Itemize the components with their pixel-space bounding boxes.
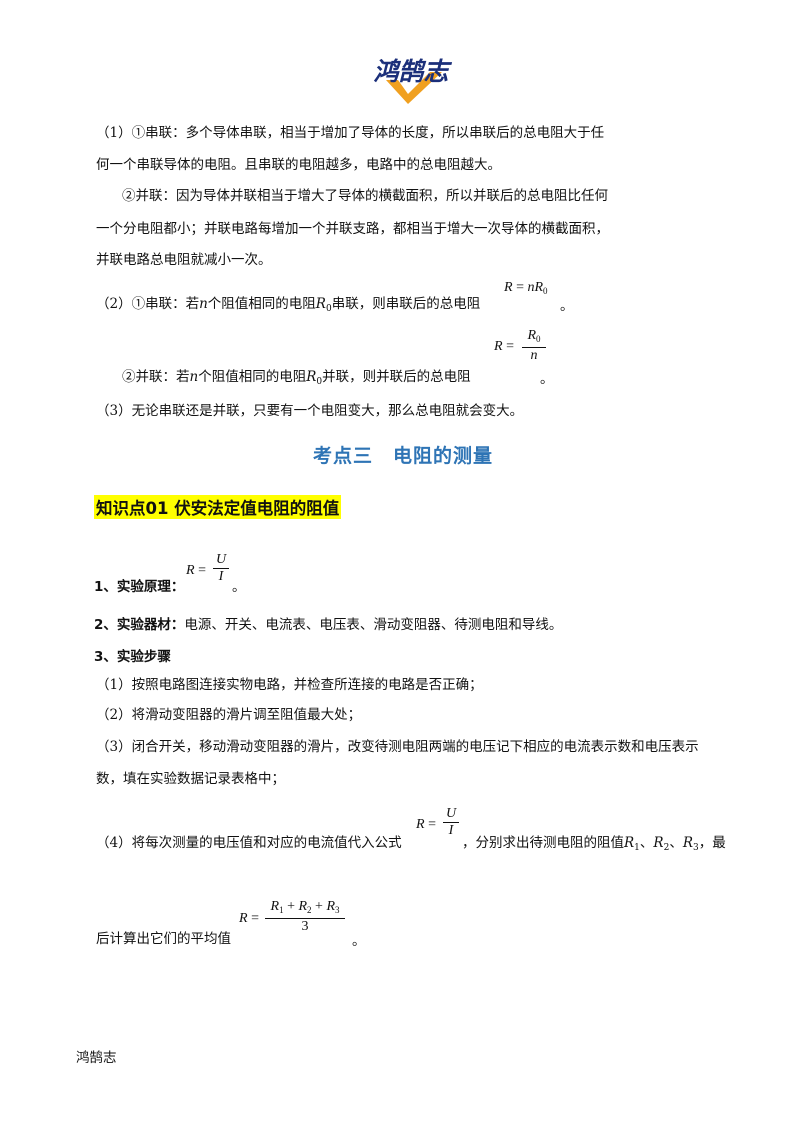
formula-parallel-fraction: R0 n (522, 328, 546, 364)
step-1: （1）按照电路图连接实物电路，并检查所连接的电路是否正确； (96, 677, 483, 693)
formula-avg-fraction: R1 + R2 + R3 3 (265, 899, 345, 935)
step-3-line-2: 数，填在实验数据记录表格中； (96, 771, 285, 787)
step-4-end: 。 (352, 933, 366, 949)
para-1b-line-1: ②并联：因为导体并联相当于增大了导体的横截面积，所以并联后的总电阻比任何 (122, 188, 608, 204)
para-2b-line: ②并联：若n个阻值相同的电阻R0并联，则并联后的总电阻 (122, 369, 471, 387)
formula-ohm2-lhs: R = (416, 817, 436, 832)
formula-parallel-lhs: R = (494, 339, 514, 354)
para-1-line-2: 何一个串联导体的电阻。且串联的电阻越多，电路中的总电阻越大。 (96, 157, 501, 173)
item-3-label: 3、实验步骤 (94, 649, 171, 665)
section-title: 考点三 电阻的测量 (313, 445, 494, 467)
formula-avg-lhs: R = (239, 911, 259, 926)
logo-graphic: 鸿鹄志 (373, 57, 452, 104)
step-4-line-2: 后计算出它们的平均值 (96, 931, 231, 947)
item-2: 2、实验器材：电源、开关、电流表、电压表、滑动变阻器、待测电阻和导线。 (94, 617, 563, 633)
formula-ohm2-fraction: U I (443, 806, 459, 839)
para-3: （3）无论串联还是并联，只要有一个电阻变大，那么总电阻就会变大。 (96, 403, 524, 419)
para-2b-end: 。 (540, 371, 554, 387)
logo: 鸿鹄志 (356, 54, 466, 108)
para-1b-line-3: 并联电路总电阻就减小一次。 (96, 252, 272, 268)
step-4-part-a: （4）将每次测量的电压值和对应的电流值代入公式 (96, 835, 402, 851)
formula-series: R = nR0 (504, 280, 548, 296)
step-3-line-1: （3）闭合开关，移动滑动变阻器的滑片，改变待测电阻两端的电压记下相应的电流表示数… (96, 739, 699, 755)
para-2-end: 。 (560, 298, 574, 314)
logo-text: 鸿鹄志 (373, 57, 452, 86)
formula-ohm-lhs: R = (186, 563, 206, 578)
formula-ohm-fraction: U I (213, 552, 229, 585)
item-1-label: 1、实验原理： (94, 579, 185, 595)
para-1b-line-2: 一个分电阻都小；并联电路每增加一个并联支路，都相当于增大一次导体的横截面积， (96, 221, 609, 237)
step-4-part-b: ，分别求出待测电阻的阻值R1、R2、R3，最 (462, 835, 726, 853)
step-2: （2）将滑动变阻器的滑片调至阻值最大处； (96, 707, 362, 723)
footer-text: 鸿鹄志 (76, 1050, 117, 1066)
item-1-end: 。 (232, 579, 246, 595)
para-2-line: （2）①串联：若n个阻值相同的电阻R0串联，则串联后的总电阻 (96, 296, 481, 314)
knowledge-point-title: 知识点01 伏安法定值电阻的阻值 (94, 495, 342, 519)
para-1-line-1: （1）①串联：多个导体串联，相当于增加了导体的长度，所以串联后的总电阻大于任 (96, 125, 605, 141)
